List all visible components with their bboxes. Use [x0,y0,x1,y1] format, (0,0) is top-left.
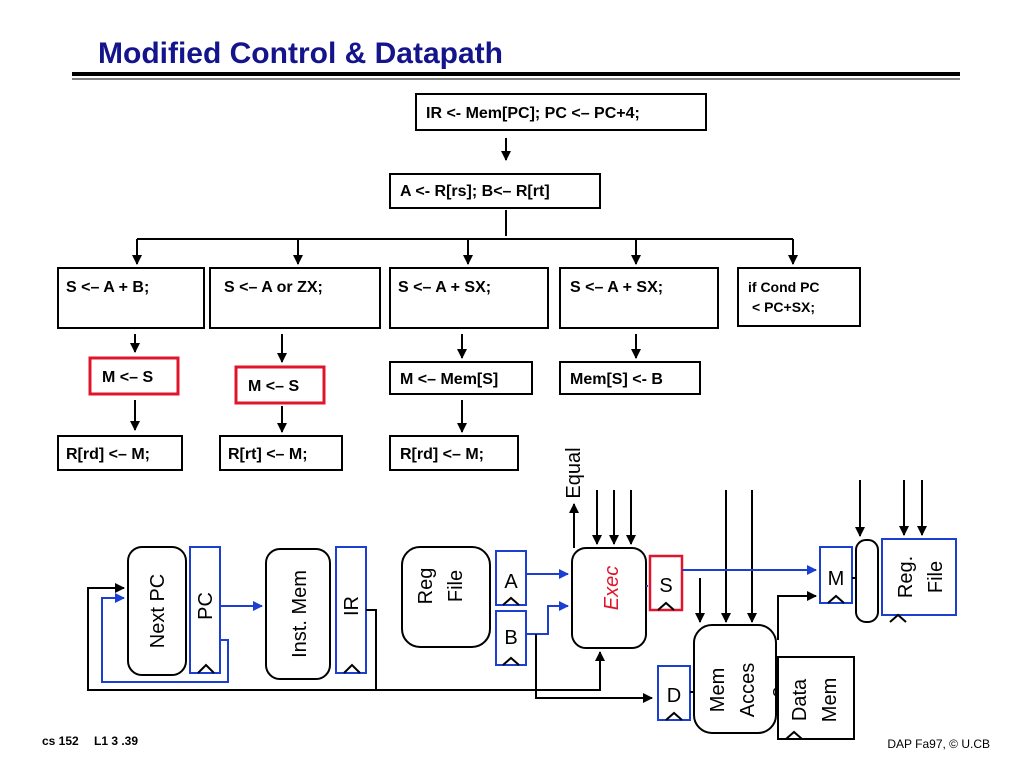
b-clock-icon [502,656,520,666]
inst-mem-label: Inst. Mem [289,570,311,658]
data-mem-label-2: Mem [819,678,841,722]
pc-clock-icon [197,663,215,674]
reg-file2-label-2: File [925,561,947,593]
state-ori-exec-label: S <– A or ZX; [224,279,323,296]
state-load-exec-label: S <– A + SX; [398,279,491,296]
state-ori-mem-label: M <– S [248,378,299,395]
state-rtype-exec: S <– A + B; [57,267,205,329]
reg-file2-label-1: Reg. [895,556,917,598]
m-clock-icon [827,594,845,604]
d-clock-icon [665,711,683,721]
exec-label: Exec [601,566,623,610]
ir-register: IR [335,546,367,674]
state-ori-mem: M <– S [234,365,326,405]
s-clock-icon [657,601,675,611]
s-label: S [659,575,672,597]
ir-clock-icon [343,663,361,674]
reg-file-block: Reg File [401,546,491,648]
m-label: M [828,568,845,590]
a-register: A [495,550,527,606]
a-label: A [504,571,518,593]
state-load-wb: R[rd] <– M; [389,435,519,471]
state-store-mem: Mem[S] <- B [559,361,701,395]
wb-mux [855,539,879,623]
state-ori-wb-label: R[rt] <– M; [228,446,308,463]
reg-file-label-1: Reg [415,568,437,605]
data-mem-block: Data Mem [777,656,855,740]
pc-register: PC [189,546,221,674]
data-mem-clock-icon [785,730,803,740]
reg-file-label-2: File [445,570,467,602]
state-store-exec: S <– A + SX; [559,267,719,329]
reg-file2-block: Reg. File [881,538,957,623]
state-branch-label-1: if Cond PC [748,279,820,295]
pc-label: PC [195,592,217,620]
state-branch-label-2: < PC+SX; [752,299,815,315]
reg-file2-clock-icon [889,613,907,623]
data-mem-label-1: Data [789,678,811,721]
b-label: B [504,627,517,649]
d-label: D [667,685,681,707]
footer-course: cs 152 [42,734,79,748]
state-load-exec: S <– A + SX; [389,267,549,329]
state-store-exec-label: S <– A + SX; [570,279,663,296]
a-clock-icon [502,596,520,606]
state-branch: if Cond PC < PC+SX; [737,267,861,327]
d-register: D [657,665,691,721]
state-ori-wb: R[rt] <– M; [219,435,343,471]
state-rtype-mem: M <– S [88,356,180,396]
footer-lecture: L1 3 .39 [94,734,138,748]
mem-access-label-2: Acces [737,663,759,717]
state-rtype-mem-label: M <– S [102,369,153,386]
state-decode: A <- R[rs]; B<– R[rt] [389,173,601,209]
inst-mem-block: Inst. Mem [265,548,331,680]
state-load-wb-label: R[rd] <– M; [400,446,484,463]
mem-access-label-1: Mem [707,668,729,712]
b-register: B [495,610,527,666]
state-decode-label: A <- R[rs]; B<– R[rt] [400,183,550,200]
slide-title: Modified Control & Datapath [98,37,503,70]
datapath-wires-black [87,577,856,703]
state-load-mem: M <– Mem[S] [389,361,533,395]
state-rtype-wb: R[rd] <– M; [57,435,183,471]
mem-access-block: Mem Acces s [693,624,789,734]
m-register: M [819,546,853,604]
state-load-mem-label: M <– Mem[S] [400,371,498,388]
state-rtype-wb-label: R[rd] <– M; [66,446,150,463]
state-fetch-label: IR <- Mem[PC]; PC <– PC+4; [426,105,640,122]
footer-credit: DAP Fa97, © U.CB [887,737,990,751]
state-store-mem-label: Mem[S] <- B [570,371,663,388]
exec-block: Exec [571,547,647,649]
next-pc-block: Next PC [127,546,187,676]
s-register: S [648,554,684,612]
state-fetch: IR <- Mem[PC]; PC <– PC+4; [415,93,707,131]
state-rtype-exec-label: S <– A + B; [66,279,149,296]
equal-label: Equal [563,447,585,498]
ir-label: IR [341,596,363,616]
state-ori-exec: S <– A or ZX; [209,267,381,329]
next-pc-label: Next PC [147,574,169,648]
